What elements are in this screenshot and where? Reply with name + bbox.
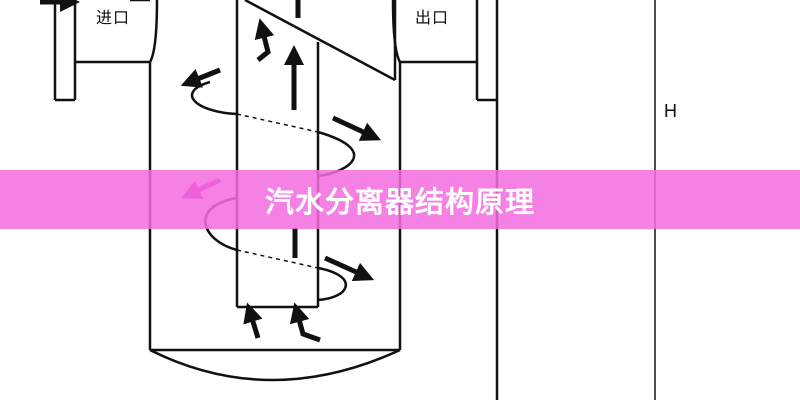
title-banner: 汽水分离器结构原理 (0, 170, 800, 229)
banner-title: 汽水分离器结构原理 (264, 184, 535, 219)
height-dimension-label: H (664, 101, 677, 121)
flow-arrows (40, 0, 382, 343)
inlet-label: 进口 (96, 8, 131, 27)
outlet-label: 出口 (415, 8, 450, 27)
inner-cyclone-tube (235, 0, 397, 309)
